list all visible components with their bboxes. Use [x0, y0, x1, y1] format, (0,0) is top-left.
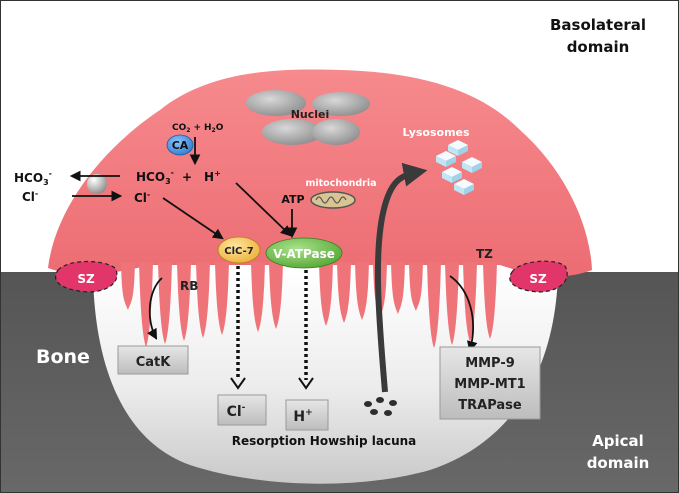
cl-box-label: Cl- — [227, 403, 246, 420]
ruffled-finger — [445, 262, 459, 345]
ruffled-finger — [337, 262, 351, 323]
mmp-mt1-label: MMP-MT1 — [454, 377, 525, 392]
bone-label: Bone — [36, 346, 90, 368]
lysosome-5 — [454, 179, 474, 195]
cl-box — [217, 394, 267, 426]
nucleus-1 — [246, 90, 306, 116]
basolateral-label-2: domain — [567, 38, 630, 56]
ruffled-finger — [355, 262, 369, 320]
mmp9-label: MMP-9 — [465, 356, 515, 371]
ruffled-finger — [177, 262, 191, 341]
dotted-arrowhead-cl — [230, 377, 246, 390]
cl-inside-label: Cl- — [134, 190, 150, 205]
v-atpase-pump — [265, 237, 343, 269]
transcytosis-arrow — [374, 162, 428, 393]
nuclei-label: Nuclei — [291, 108, 330, 121]
mitochondria-label: mitochondria — [305, 178, 376, 189]
sealing-zone-left — [55, 260, 118, 293]
ruffled-finger — [409, 262, 423, 311]
nucleus-3 — [262, 119, 322, 145]
h-box-label: H+ — [293, 408, 312, 425]
atp-label: ATP — [281, 193, 304, 206]
degradation-particles — [364, 397, 397, 416]
nucleus-4 — [312, 119, 360, 145]
sz-right-label: SZ — [529, 272, 547, 286]
h-box — [285, 399, 329, 431]
vatpase-label: V-ATPase — [273, 247, 335, 261]
resorption-lacuna — [93, 272, 558, 484]
sz-left-label: SZ — [77, 272, 95, 286]
lysosome-4 — [462, 157, 482, 173]
mitochondria — [310, 191, 356, 209]
arrow-catk-secretion — [147, 277, 163, 340]
ruffled-finger — [139, 262, 153, 347]
dotted-arrows — [236, 266, 308, 380]
catk-label: CatK — [136, 355, 172, 370]
hco3-inside-label: HCO3-+H+ — [136, 168, 221, 186]
ruffled-finger — [269, 262, 283, 329]
ruffled-finger — [196, 262, 210, 338]
anion-exchanger — [87, 174, 107, 194]
apical-label-2: domain — [587, 454, 650, 472]
nuclei-cluster — [246, 90, 370, 145]
arrow-h-to-vatpase — [235, 182, 292, 237]
dotted-arrowhead-h — [298, 377, 314, 390]
arrow-cl-to-clc7 — [162, 197, 224, 240]
rb-label: RB — [180, 279, 198, 293]
lacuna-label: Resorption Howship lacuna — [232, 434, 417, 448]
ruffled-finger — [483, 262, 497, 339]
ruffled-finger — [427, 262, 441, 348]
hco3-outside-label: HCO3- — [14, 169, 52, 187]
carbonic-anhydrase — [166, 134, 194, 156]
co2-h2o-label: CO2+H2O — [172, 123, 224, 134]
flow-arrows — [69, 137, 478, 353]
lysosome-2 — [448, 140, 468, 156]
enzyme-list-box — [439, 346, 541, 420]
cl-outside-label: Cl- — [22, 189, 38, 204]
arrow-mmp-secretion — [449, 275, 478, 353]
lysosome-cluster — [436, 140, 482, 195]
ca-label: CA — [172, 139, 189, 152]
lysosome-1 — [436, 151, 456, 167]
basolateral-label-1: Basolateral — [550, 16, 646, 34]
catk-box — [117, 345, 189, 375]
ruffled-finger — [215, 262, 229, 335]
nucleus-2 — [312, 92, 370, 116]
ruffled-finger — [121, 262, 135, 310]
apical-label-1: Apical — [592, 432, 644, 450]
trapase-label: TRAPase — [458, 398, 522, 413]
tz-label: TZ — [476, 247, 493, 261]
lysosomes-label: Lysosomes — [402, 126, 470, 139]
osteoclast-cell — [48, 69, 592, 277]
sealing-zone-right — [509, 260, 568, 293]
ruffled-finger — [391, 262, 405, 314]
clc7-label: ClC-7 — [224, 246, 253, 257]
ruffled-finger — [251, 262, 265, 332]
clc7-channel — [217, 236, 261, 264]
ruffled-finger — [319, 262, 333, 326]
ruffled-finger — [158, 262, 172, 344]
lysosome-3 — [442, 167, 462, 183]
